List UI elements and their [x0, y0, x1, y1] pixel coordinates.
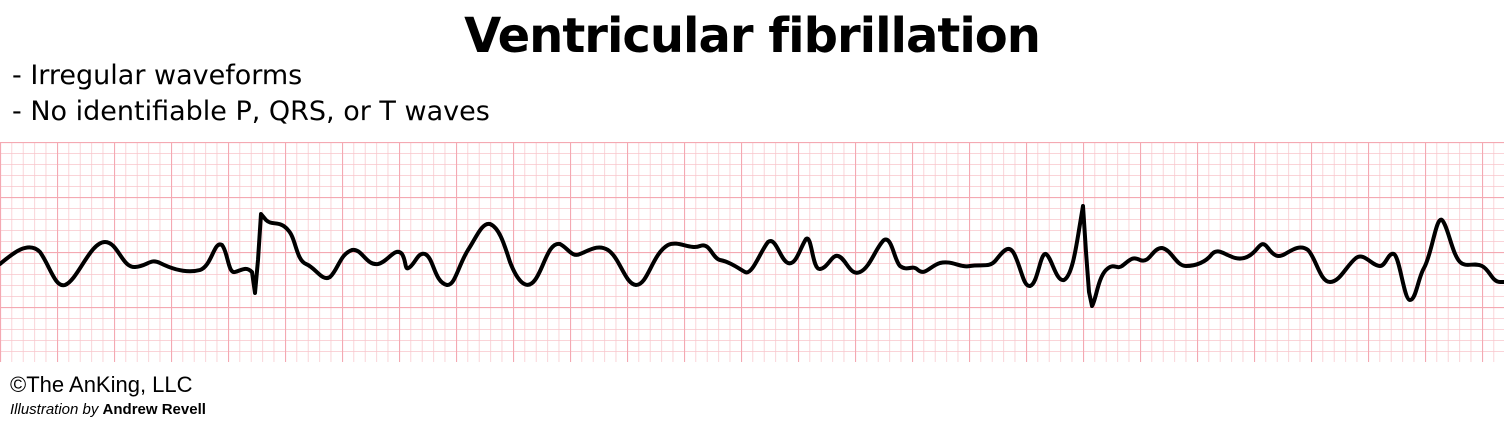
illustration-label: Illustration by	[10, 401, 99, 418]
ecg-strip	[0, 142, 1504, 362]
page-title: Ventricular fibrillation	[464, 8, 1041, 64]
ecg-trace	[0, 204, 1504, 308]
copyright: ©The AnKing, LLC	[10, 372, 193, 397]
illustrator-name: Andrew Revell	[102, 401, 206, 418]
illustration-credit: Illustration by Andrew Revell	[10, 400, 206, 420]
feature-list: - Irregular waveforms - No identifiable …	[12, 58, 490, 130]
feature-no-identifiable-waves: - No identifiable P, QRS, or T waves	[12, 96, 490, 127]
feature-irregular-waveforms: - Irregular waveforms	[12, 60, 303, 91]
